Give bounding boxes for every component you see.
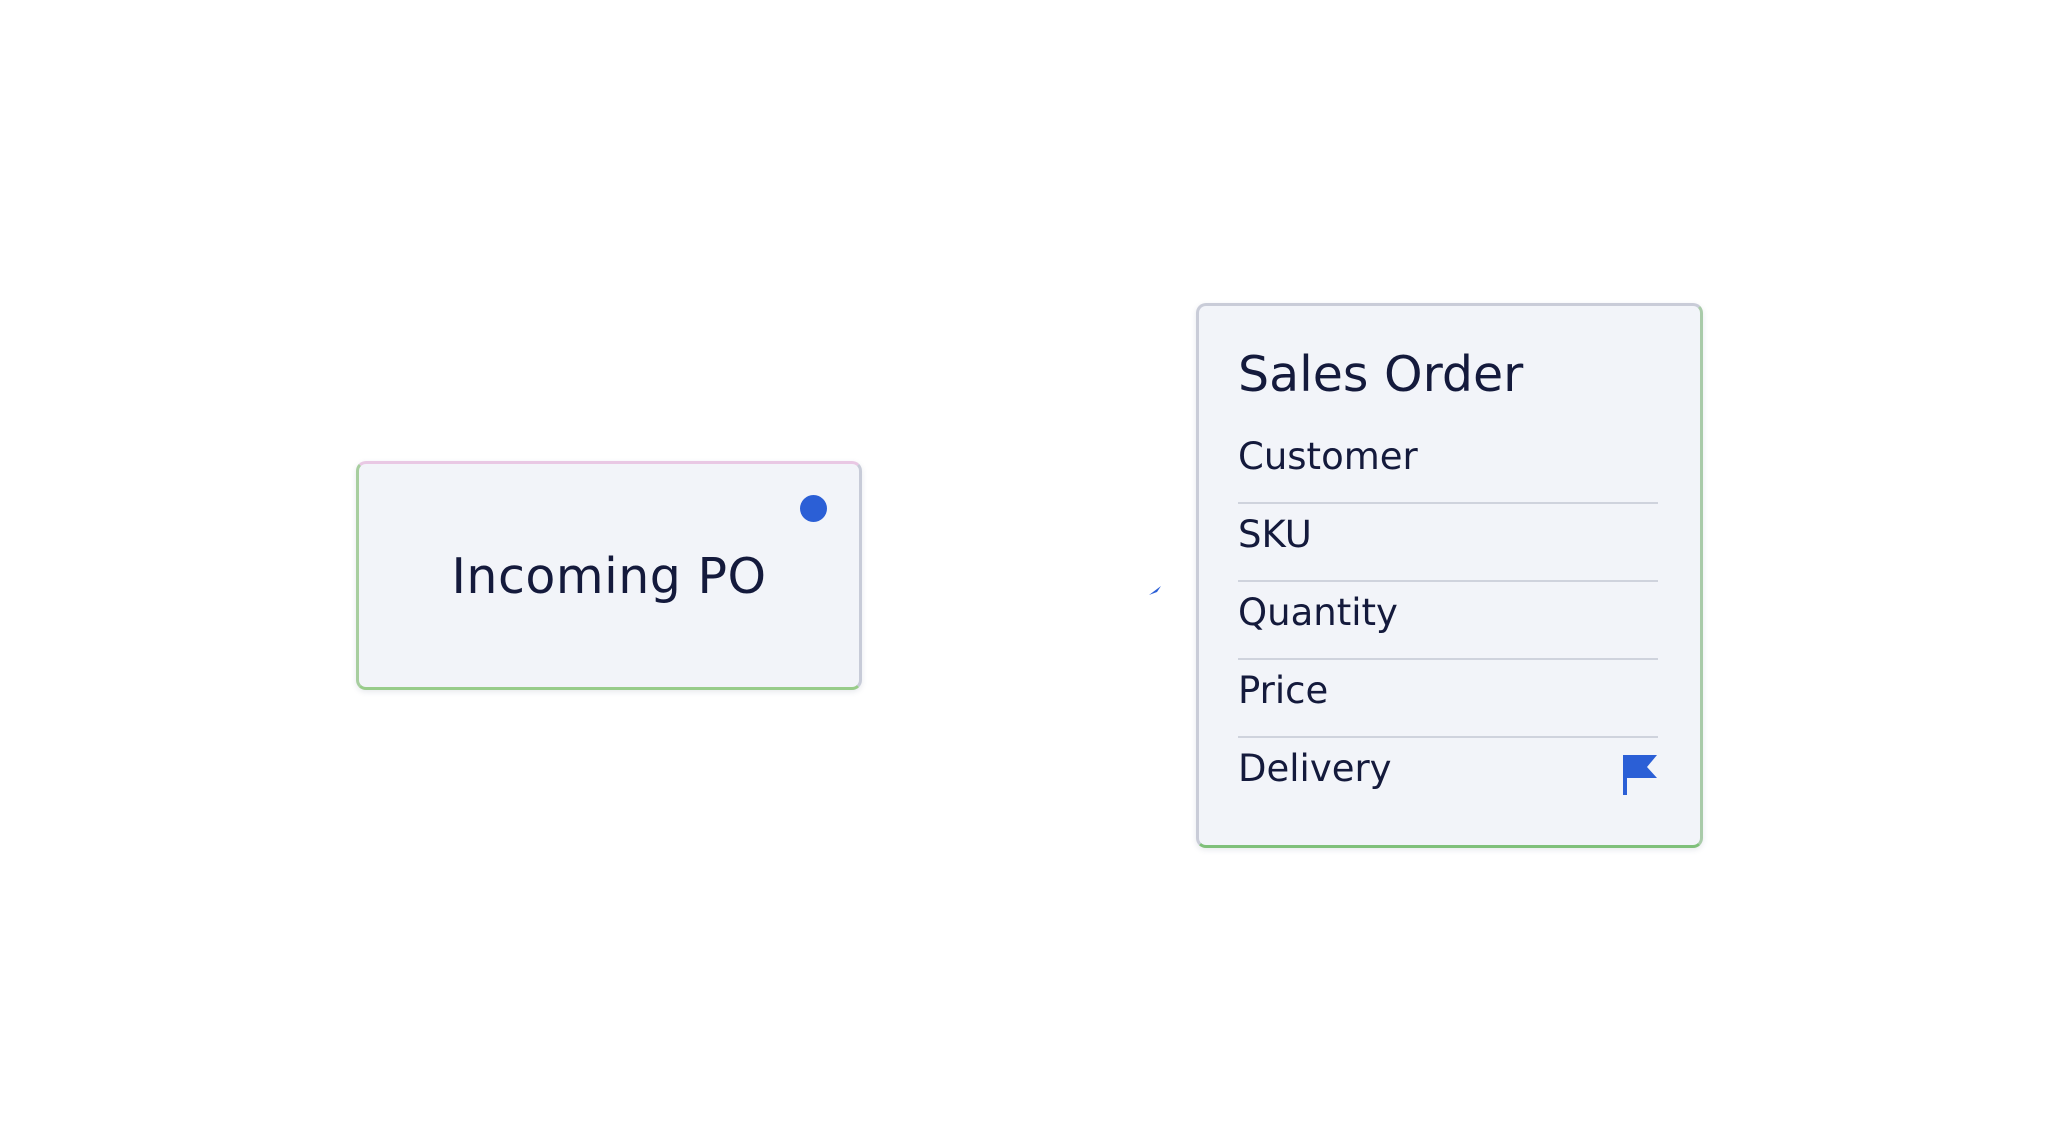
flag-icon[interactable] — [1622, 754, 1658, 796]
field-delivery[interactable]: Delivery — [1238, 738, 1658, 816]
sales-order-card[interactable]: Sales Order Customer SKU Quantity Price … — [1196, 303, 1703, 848]
sales-order-field-list: Customer SKU Quantity Price Delivery — [1238, 426, 1658, 816]
field-quantity[interactable]: Quantity — [1238, 582, 1658, 660]
field-sku[interactable]: SKU — [1238, 504, 1658, 582]
sales-order-title: Sales Order — [1238, 346, 1524, 403]
field-price[interactable]: Price — [1238, 660, 1658, 738]
field-label: Price — [1238, 669, 1329, 712]
connector-arrow-icon — [1149, 586, 1161, 595]
field-label: Quantity — [1238, 591, 1398, 634]
field-label: SKU — [1238, 513, 1312, 556]
status-dot-icon — [800, 495, 827, 522]
connector-line — [895, 572, 1161, 595]
field-label: Delivery — [1238, 747, 1392, 790]
incoming-po-title: Incoming PO — [451, 548, 767, 605]
field-label: Customer — [1238, 435, 1418, 478]
incoming-po-card[interactable]: Incoming PO — [356, 461, 862, 690]
field-customer[interactable]: Customer — [1238, 426, 1658, 504]
